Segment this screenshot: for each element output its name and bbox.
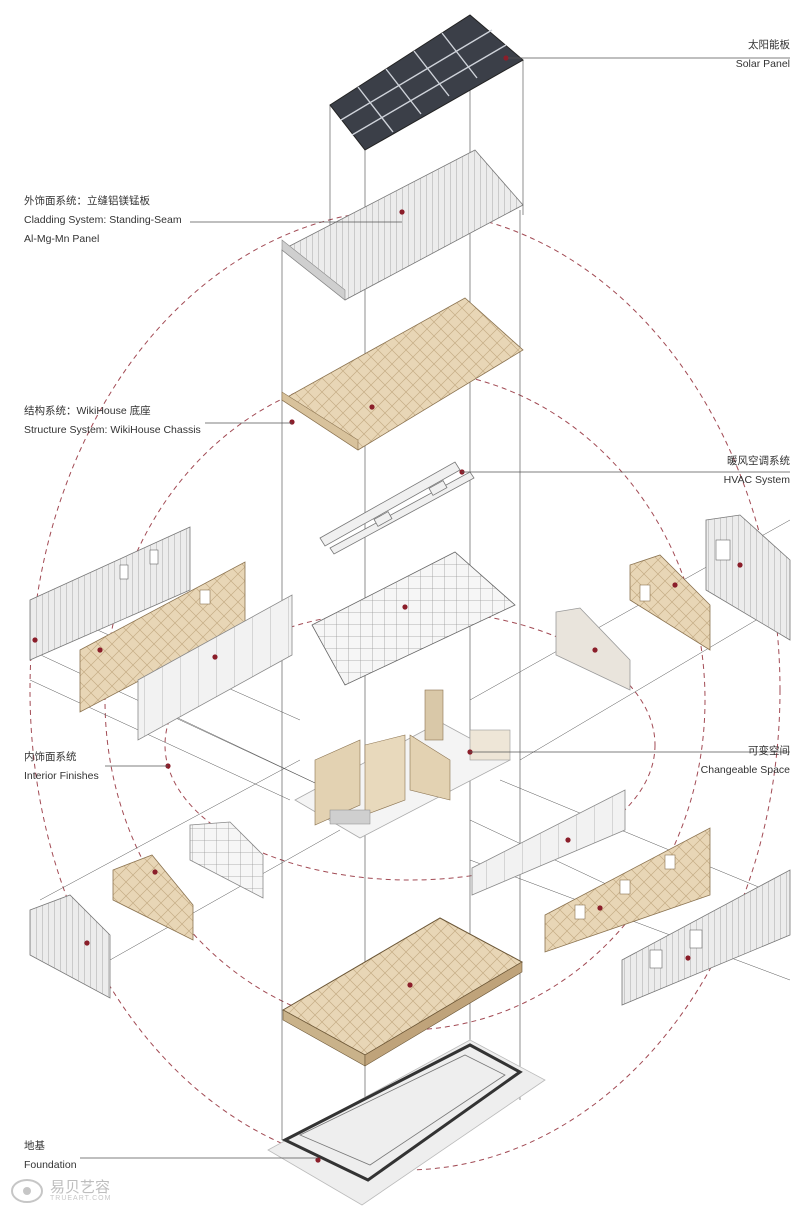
middle-dashed-ellipse <box>104 369 706 1031</box>
hvac-system-label: 暖风空调系统 HVAC System <box>724 452 790 490</box>
foundation-label: 地基 Foundation <box>24 1137 77 1175</box>
left-gable-wikihouse <box>112 854 194 941</box>
structure-label-en: Structure System: WikiHouse Chassis <box>24 424 201 436</box>
solar-panel-label-en: Solar Panel <box>735 58 790 70</box>
left-gable-interior <box>189 821 264 899</box>
floor-platform <box>281 917 524 1067</box>
structure-label-zh: 结构系统：WikiHouse 底座 <box>24 405 151 417</box>
watermark-text: 易贝艺容 <box>50 1178 111 1196</box>
left-gable-cladding <box>29 894 111 999</box>
hvac-label-zh: 暖风空调系统 <box>727 455 790 467</box>
solar-panel-label-zh: 太阳能板 <box>748 39 790 51</box>
structure-system-label: 结构系统：WikiHouse 底座 Structure System: Wiki… <box>24 402 201 440</box>
right-wall-wikihouse <box>544 827 711 953</box>
left-wall-cladding <box>29 526 191 661</box>
cladding-system-label: 外饰面系统：立缝铝镁锰板 Cladding System: Standing-S… <box>24 192 182 249</box>
changeable-space-module <box>294 689 511 839</box>
changeable-label-en: Changeable Space <box>700 764 790 776</box>
foundation-label-zh: 地基 <box>24 1140 45 1152</box>
left-wall-interior <box>137 594 293 741</box>
solar-panel <box>329 14 524 151</box>
interior-finishes-label: 内饰面系统 Interior Finishes <box>24 748 99 786</box>
right-wall-cladding <box>621 869 791 1006</box>
leader-lines <box>80 57 790 1159</box>
watermark: 易贝艺容 TRUEART.COM <box>10 1178 111 1204</box>
cladding-label-en-line2: Al-Mg-Mn Panel <box>24 233 100 245</box>
changeable-space-label: 可变空间 Changeable Space <box>701 742 790 780</box>
roof-frame-grid <box>311 551 516 686</box>
cladding-roof <box>281 149 524 301</box>
cladding-label-en-line1: Cladding System: Standing-Seam <box>24 214 182 226</box>
foundation-label-en: Foundation <box>24 1159 77 1171</box>
outer-dashed-ellipse <box>29 209 781 1171</box>
changeable-label-zh: 可变空间 <box>748 745 790 757</box>
hvac-ducts <box>319 461 475 555</box>
right-end-wikihouse <box>629 554 711 651</box>
interior-label-en: Interior Finishes <box>24 770 99 782</box>
right-wall-interior <box>471 789 626 896</box>
watermark-subtext: TRUEART.COM <box>50 1195 112 1202</box>
trueart-logo-icon <box>11 1179 43 1203</box>
right-end-cladding <box>705 514 791 641</box>
wikihouse-roof <box>281 297 524 451</box>
interior-label-zh: 内饰面系统 <box>24 751 77 763</box>
foundation-base <box>267 1039 546 1206</box>
solar-panel-label: 太阳能板 Solar Panel <box>736 36 790 74</box>
hvac-label-en: HVAC System <box>723 474 790 486</box>
cladding-label-zh: 外饰面系统：立缝铝镁锰板 <box>24 195 150 207</box>
